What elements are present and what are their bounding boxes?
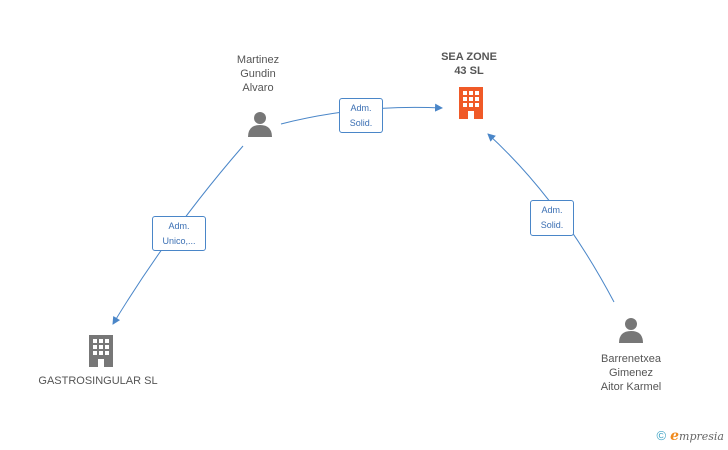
person-name-line: Martinez [236, 54, 280, 66]
person-name-line: Alvaro [242, 82, 274, 94]
person-label-martinez: Martinez Gundin Alvaro [222, 53, 294, 95]
building-icon[interactable] [85, 333, 117, 369]
role-line: Solid. [540, 220, 564, 230]
person-icon[interactable] [246, 110, 274, 138]
person-icon[interactable] [617, 316, 645, 344]
company-name-line: 43 SL [454, 65, 484, 77]
copyright-icon: © [656, 428, 667, 443]
company-label-gastro[interactable]: GASTROSINGULAR SL [30, 374, 166, 388]
person-label-barrenetxea: Barrenetxea Gimenez Aitor Karmel [586, 352, 676, 394]
person-name-line: Gundin [240, 68, 276, 80]
company-name-line: GASTROSINGULAR SL [38, 375, 158, 387]
footer-brand: ©empresia [657, 428, 724, 444]
role-line: Adm. [168, 221, 190, 231]
company-label-seazone[interactable]: SEA ZONE 43 SL [430, 50, 508, 78]
edge-label-barrenetxea-seazone[interactable]: Adm. Solid. [530, 200, 574, 236]
person-name-line: Aitor Karmel [600, 381, 662, 393]
role-line: Adm. [350, 103, 372, 113]
brand-initial: e [670, 428, 680, 444]
brand-logo[interactable]: empresia [670, 428, 724, 444]
person-name-line: Barrenetxea [601, 353, 661, 365]
edge-label-martinez-seazone[interactable]: Adm. Solid. [339, 98, 383, 133]
brand-name: mpresia [679, 430, 724, 443]
company-name-line: SEA ZONE [441, 51, 497, 63]
role-line: Adm. [541, 205, 563, 215]
edge-label-martinez-gastro[interactable]: Adm. Unico,... [152, 216, 206, 251]
role-line: Unico,... [162, 236, 196, 246]
building-icon[interactable] [455, 85, 487, 121]
role-line: Solid. [349, 118, 373, 128]
person-name-line: Gimenez [608, 367, 654, 379]
